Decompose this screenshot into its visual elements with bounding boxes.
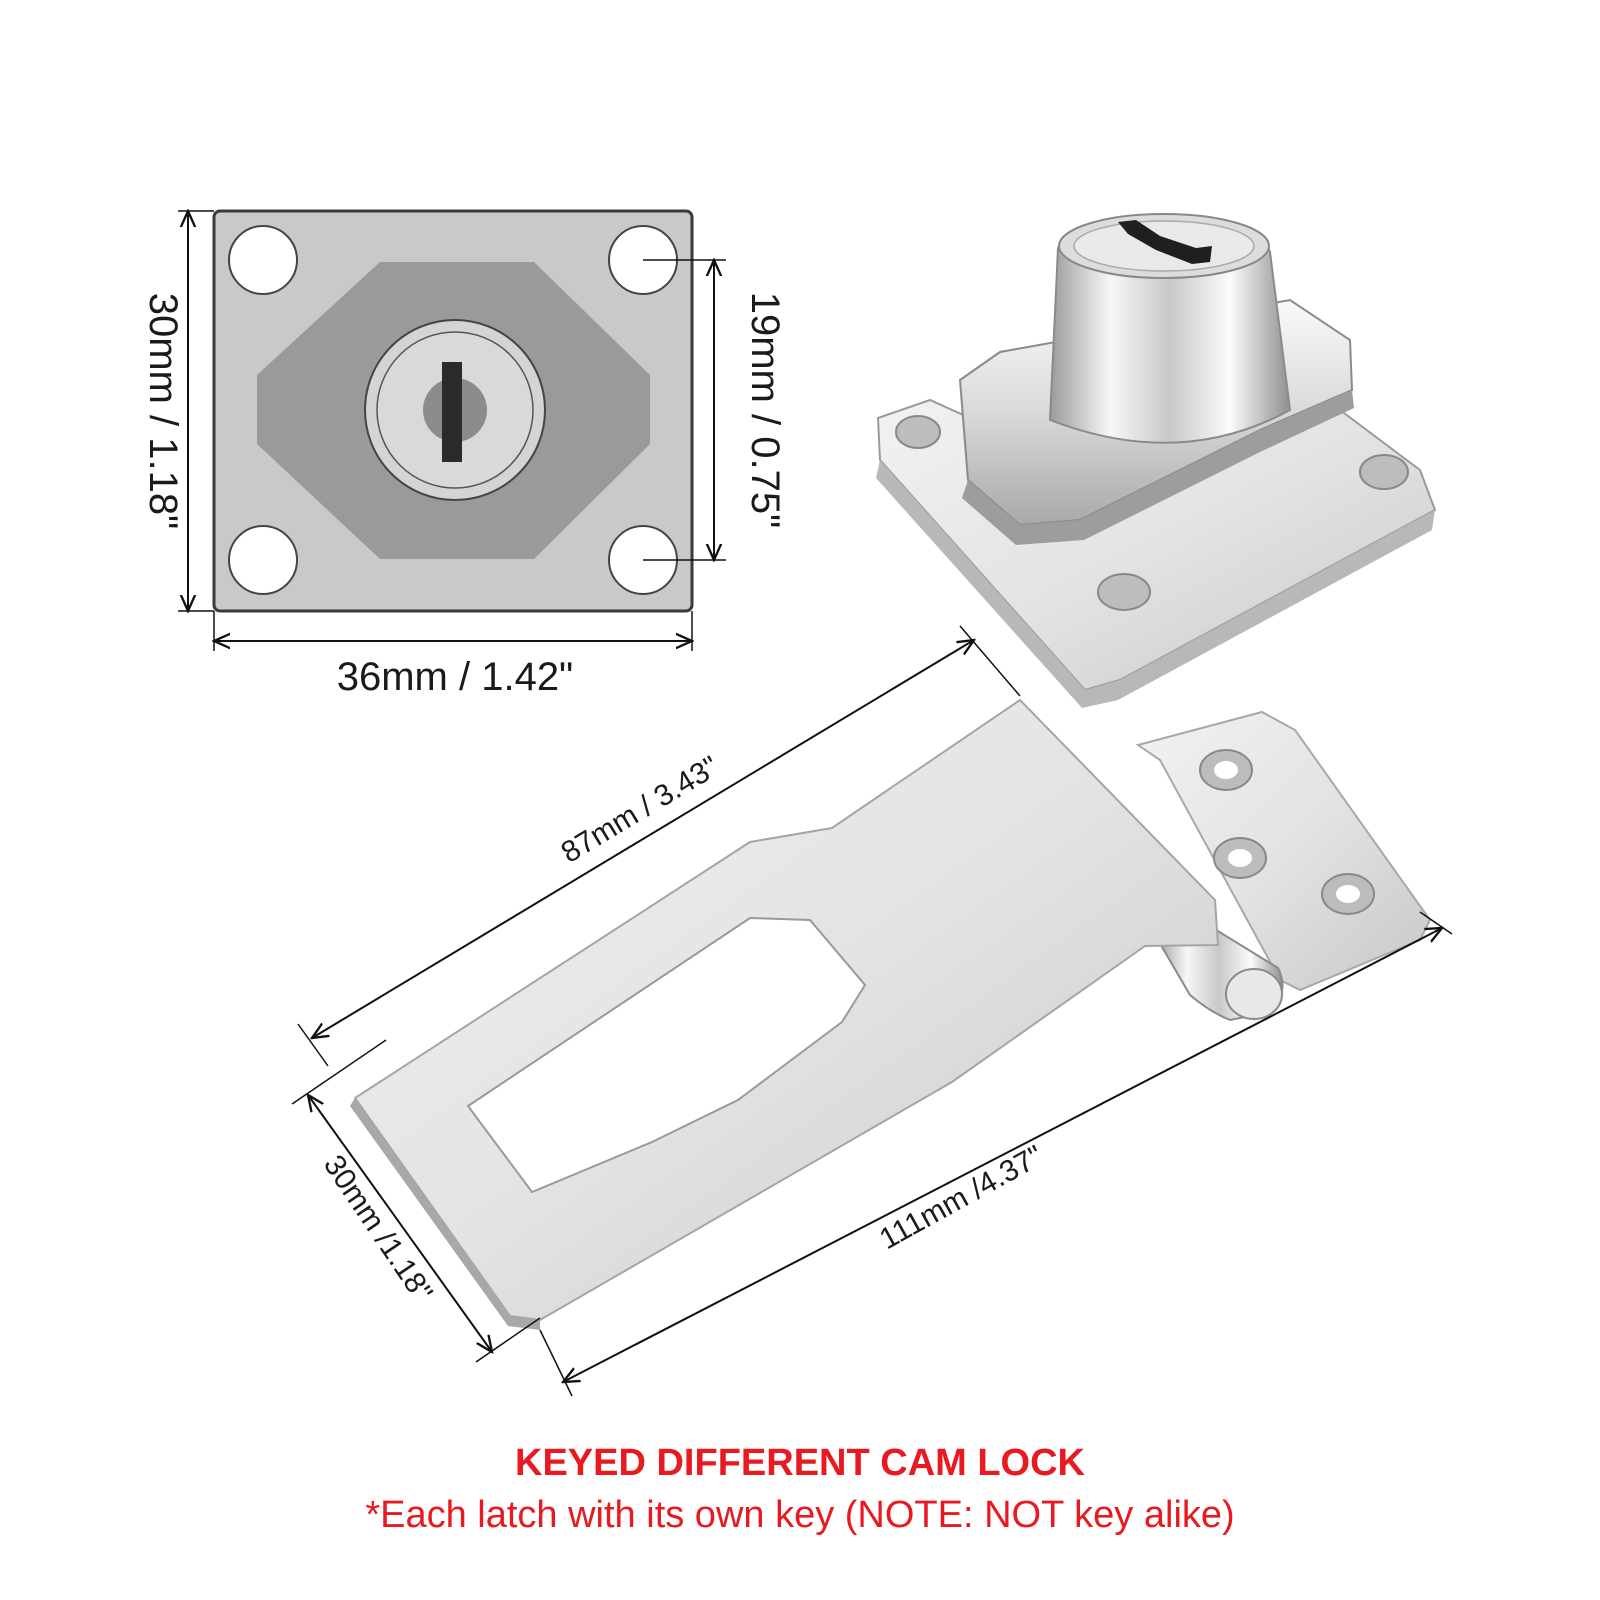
screw-hole-center (1214, 761, 1238, 779)
dim-ext-line (959, 625, 1021, 697)
screw-hole (1097, 573, 1151, 611)
keyhole-icon (442, 362, 462, 462)
hole-spacing-dimension-label: 19mm / 0.75" (743, 292, 787, 529)
mounting-hole (228, 525, 298, 595)
hinge-width-dimension-label: 87mm / 3.43" (556, 750, 725, 870)
lock-housing-shadow (962, 390, 1354, 545)
front-view: 36mm / 1.42" 30mm / 1.18" 19mm / 0.75" (141, 211, 787, 699)
length-dimension-label: 111mm /4.37" (874, 1139, 1049, 1256)
caption-title: KEYED DIFFERENT CAM LOCK (515, 1442, 1085, 1484)
cam-lock-3d (876, 213, 1437, 708)
hasp-3d: 87mm / 3.43" 111mm /4.37" 30mm /1.18" (291, 625, 1453, 1397)
width-dimension-label: 36mm / 1.42" (337, 655, 574, 699)
keyhole-icon (1118, 220, 1212, 264)
screw-hole-center (1336, 885, 1360, 903)
dim-hinge-width-arrow (312, 640, 974, 1038)
screw-hole-center (1228, 849, 1252, 867)
dim-ext-line (297, 1023, 329, 1067)
dim-hasp-width-arrow (308, 1095, 492, 1352)
dim-length-arrow (563, 928, 1442, 1382)
lock-base-edge (876, 460, 1435, 708)
mounting-hole (228, 225, 298, 295)
screw-hole (1359, 454, 1409, 490)
screw-hole (895, 415, 941, 449)
dim-ext-line (1419, 911, 1453, 935)
dim-ext-line (539, 1329, 573, 1397)
height-dimension-label: 30mm / 1.18" (141, 293, 185, 530)
caption-note: *Each latch with its own key (NOTE: NOT … (365, 1494, 1235, 1536)
dim-ext-line (475, 1317, 541, 1363)
hinge-pin-cap (1225, 968, 1283, 1020)
dim-ext-line (291, 1039, 387, 1105)
